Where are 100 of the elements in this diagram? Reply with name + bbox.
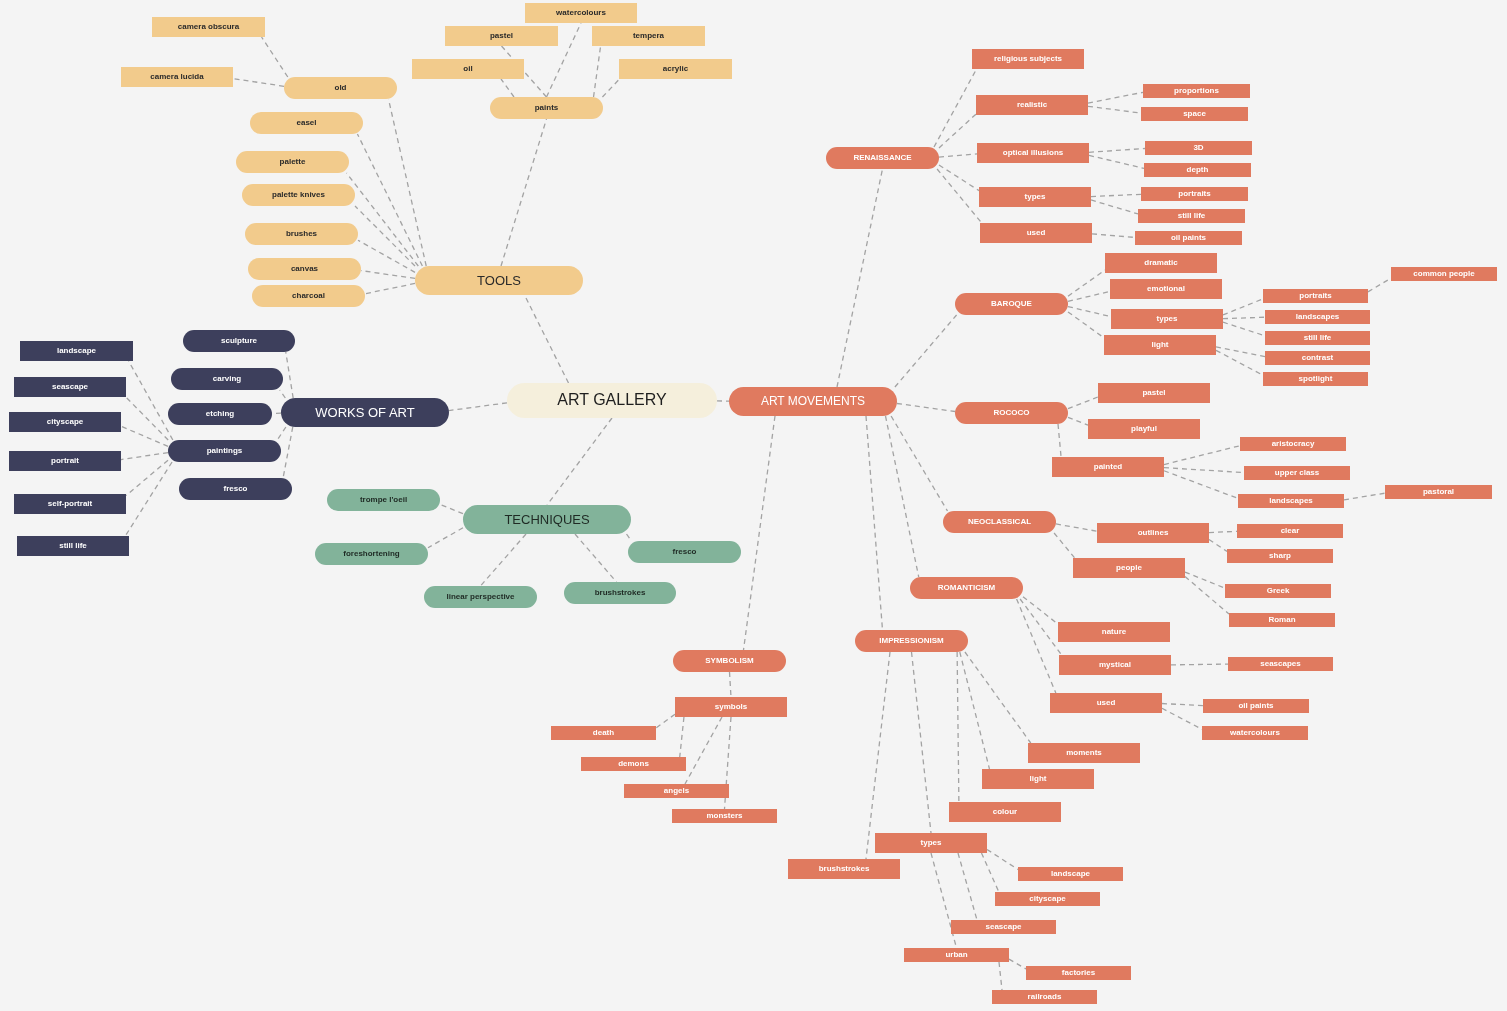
topic-node: factories [1026,966,1131,980]
connector-line [896,402,956,413]
topic-node: proportions [1143,84,1250,98]
topic-node: easel [250,112,363,134]
connector-line [356,133,423,267]
connector-line [1090,199,1139,215]
connector-line [1088,154,1145,169]
connector-line [282,426,294,479]
connector-line [1163,470,1239,500]
connector-line [285,351,294,399]
connector-line [1022,596,1059,625]
topic-node: still life [1265,331,1370,345]
topic-node: playful [1088,419,1200,439]
topic-node: landscape [1018,867,1123,881]
connector-line [933,68,978,148]
topic-node: light [1104,335,1216,355]
topic-node: demons [581,757,686,771]
connector-line [1184,575,1230,615]
connector-line [957,852,978,921]
connector-line [1088,147,1146,153]
topic-node: palette [236,151,349,173]
topic-node: portraits [1141,187,1248,201]
topic-node: space [1141,107,1248,121]
topic-node: oil [412,59,524,79]
topic-node: landscape [20,341,133,361]
topic-node: cityscape [9,412,121,432]
connector-line [125,396,169,441]
topic-node: ART MOVEMENTS [729,387,897,416]
connector-line [938,164,980,192]
topic-node: realistic [976,95,1088,115]
topic-node: people [1073,558,1185,578]
topic-node: still life [1138,209,1245,223]
connector-line [1053,532,1076,559]
topic-node: clear [1237,524,1343,538]
topic-node: landscapes [1265,310,1370,324]
topic-node: IMPRESSIONISM [855,630,968,652]
topic-node: types [979,187,1091,207]
connector-line [1208,538,1228,553]
topic-node: brushstrokes [788,859,900,879]
topic-node: cityscape [995,892,1100,906]
connector-line [938,153,978,158]
connector-line [910,651,932,834]
topic-node: monsters [672,809,777,823]
topic-node: outlines [1097,523,1209,543]
connector-line [345,172,419,267]
topic-node: camera lucida [121,67,233,87]
topic-node: seascape [14,377,126,397]
topic-node: charcoal [252,285,365,307]
topic-node: pastoral [1385,485,1492,499]
topic-node: self-portrait [14,494,126,514]
connector-line [1067,416,1089,426]
connector-line [986,848,1019,871]
connector-line [1222,316,1266,320]
topic-node: acrylic [619,59,732,79]
topic-node: palette knives [242,184,355,206]
connector-line [956,651,960,803]
connector-line [1091,233,1136,239]
connector-line [679,716,685,758]
topic-node: Roman [1229,613,1335,627]
connector-line [998,961,1003,991]
topic-node: types [1111,309,1223,329]
connector-line [655,713,676,729]
connector-line [890,415,949,512]
connector-line [723,716,732,810]
topic-node: common people [1391,267,1497,281]
topic-node: trompe l'oeil [327,489,440,511]
topic-node: oil paints [1203,699,1309,713]
connector-line [1067,311,1105,339]
topic-node: Greek [1225,584,1331,598]
connector-line [728,671,732,698]
connector-line [574,533,618,583]
connector-line [1170,663,1229,666]
connector-line [500,118,548,267]
topic-node: paintings [168,440,281,462]
topic-node: sculpture [183,330,295,352]
connector-line [276,426,287,441]
connector-line [1163,445,1241,466]
topic-node: used [1050,693,1162,713]
connector-line [1343,492,1386,501]
topic-node: fresco [628,541,741,563]
topic-node: portraits [1263,289,1368,303]
connector-line [742,415,776,651]
connector-line [938,113,977,149]
topic-node: paints [490,97,603,119]
topic-node: NEOCLASSICAL [943,511,1056,533]
topic-node: nature [1058,622,1170,642]
topic-node: brushes [245,223,358,245]
connector-line [354,205,416,267]
connector-line [1215,346,1266,358]
topic-node: mystical [1059,655,1171,675]
topic-node: portrait [9,451,121,471]
connector-line [364,282,416,295]
connector-line [427,527,464,549]
topic-node: used [980,223,1092,243]
topic-node: canvas [248,258,361,280]
topic-node: light [982,769,1094,789]
topic-node: types [875,833,987,853]
connector-line [1015,598,1057,694]
connector-line [1067,396,1099,410]
topic-node: depth [1144,163,1251,177]
